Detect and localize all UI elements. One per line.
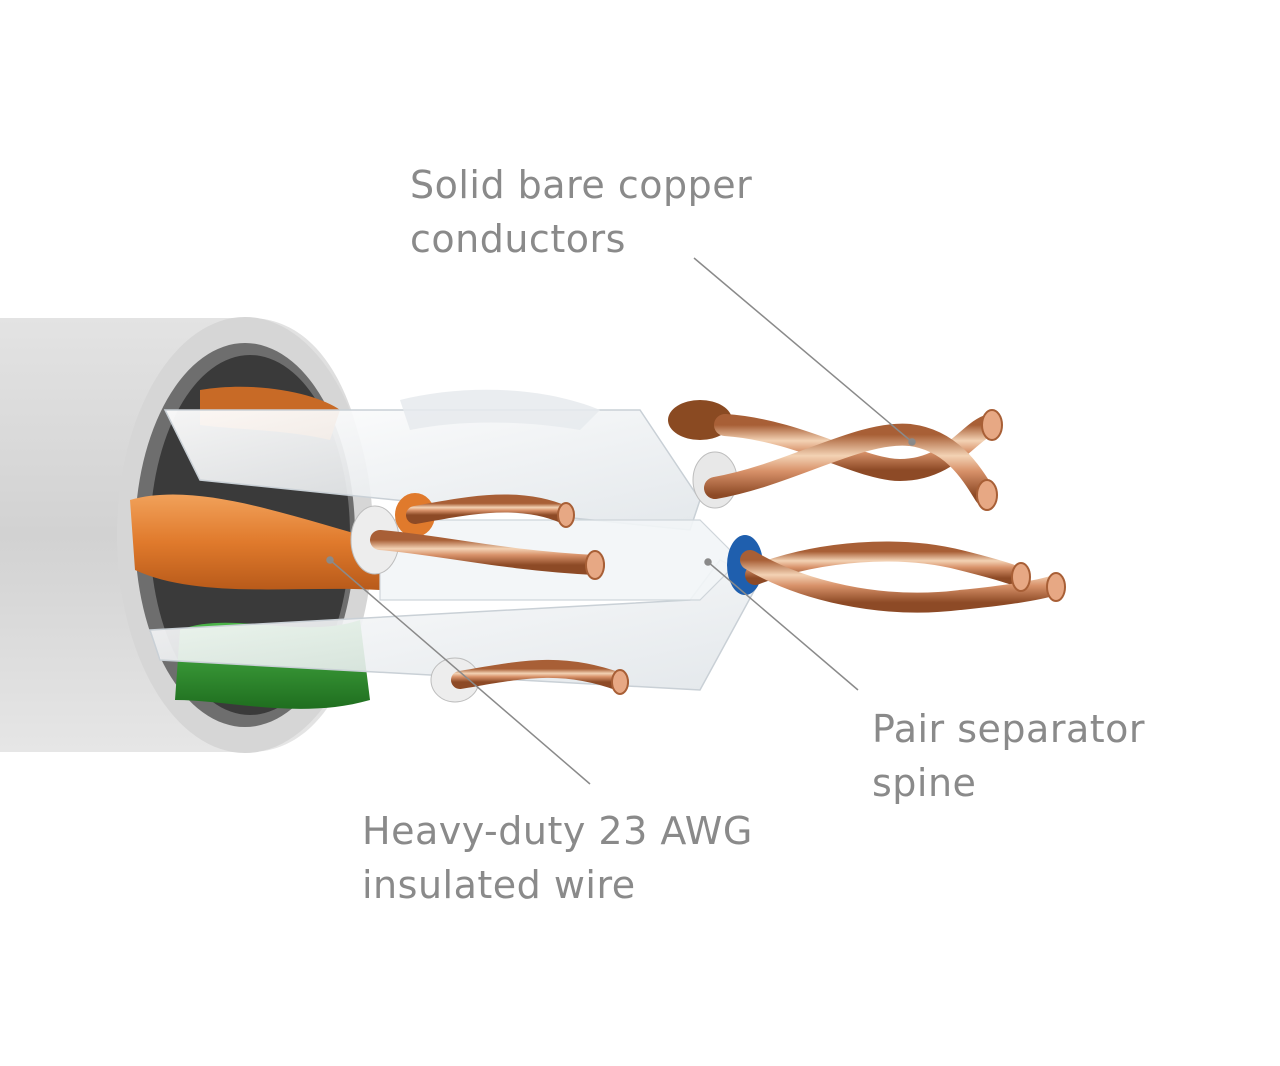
leader-line-wire xyxy=(329,559,591,785)
copper-end xyxy=(585,550,605,580)
spine-upper-plate xyxy=(400,389,600,430)
copper-end xyxy=(611,669,629,695)
copper-wire xyxy=(740,550,1065,613)
leader-lines xyxy=(326,257,916,785)
label-pair-separator-spine-line1: Pair separator xyxy=(872,707,1146,751)
label-copper-conductors: Solid bare copper conductors xyxy=(410,158,752,266)
copper-ends xyxy=(557,409,1066,695)
label-pair-separator-spine: Pair separator spine xyxy=(872,702,1145,810)
label-pair-separator-spine-line2: spine xyxy=(872,761,977,805)
orange-wire xyxy=(130,494,380,590)
copper-wire xyxy=(406,494,574,524)
copper-end xyxy=(1046,572,1066,602)
copper-wire xyxy=(745,541,1030,588)
copper-end xyxy=(1011,562,1031,592)
leader-dot-wire xyxy=(326,556,334,564)
label-copper-conductors-line1: Solid bare copper xyxy=(410,163,753,207)
leader-line-spine xyxy=(707,561,859,691)
copper-end xyxy=(976,479,998,511)
copper-wire xyxy=(704,423,996,506)
copper-wire xyxy=(714,414,1001,482)
leader-dot-conductors xyxy=(908,438,916,446)
copper-conductors xyxy=(370,414,1065,691)
pair-separator-spine xyxy=(148,389,762,691)
copper-end xyxy=(557,502,575,528)
leader-line-conductors xyxy=(693,257,913,443)
copper-wire xyxy=(451,659,629,691)
label-copper-conductors-line2: conductors xyxy=(410,217,626,261)
leader-dot-spine xyxy=(704,558,712,566)
copper-wire xyxy=(370,530,605,575)
label-insulated-wire-line1: Heavy-duty 23 AWG xyxy=(362,809,753,853)
label-insulated-wire-line2: insulated wire xyxy=(362,863,636,907)
label-insulated-wire: Heavy-duty 23 AWG insulated wire xyxy=(362,804,753,912)
copper-end xyxy=(981,409,1003,441)
